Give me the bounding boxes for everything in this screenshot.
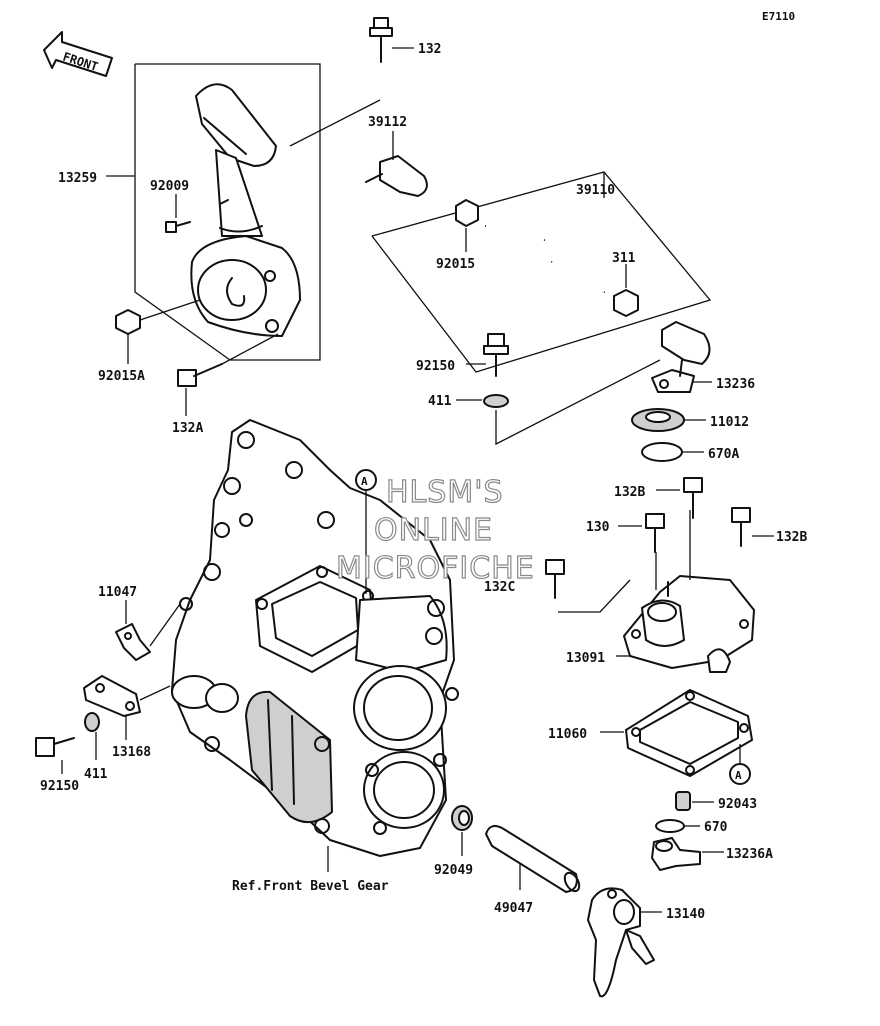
label-92009: 92009 — [150, 179, 189, 194]
plate-13168 — [83, 675, 141, 717]
gasket-11060 — [625, 689, 753, 777]
label-39110: 39110 — [576, 183, 615, 198]
watermark-line-2: ONLINE — [374, 513, 493, 548]
label-411-bottom: 411 — [84, 767, 108, 782]
label-39112: 39112 — [368, 115, 407, 130]
bolt-132A — [177, 363, 223, 387]
lever-13236 — [651, 321, 711, 393]
watermark: HLSM'S ONLINE MICROFICHE — [335, 474, 535, 586]
label-411-top: 411 — [428, 394, 452, 409]
label-92049: 92049 — [434, 863, 473, 878]
bolt-92150-top — [483, 333, 509, 377]
shift-fork-13140 — [587, 887, 655, 998]
label-670A: 670A — [708, 447, 739, 462]
label-132A: 132A — [172, 421, 203, 436]
clip-11047 — [115, 623, 151, 661]
label-11012: 11012 — [710, 415, 749, 430]
label-13236: 13236 — [716, 377, 755, 392]
washer-411-bottom — [84, 712, 100, 732]
label-130: 130 — [586, 520, 610, 535]
diagram-code: E7110 — [762, 10, 795, 23]
nut-92015A — [115, 309, 141, 335]
ref-note: Ref.Front Bevel Gear — [232, 879, 389, 894]
seal-92049 — [451, 805, 473, 831]
label-311: 311 — [612, 251, 636, 266]
label-92043: 92043 — [718, 797, 757, 812]
seal-11012 — [631, 408, 685, 432]
front-arrow-icon: FRONT — [43, 31, 113, 77]
shaft-49047 — [485, 825, 581, 893]
o-ring-670 — [655, 819, 685, 833]
label-92015A: 92015A — [98, 369, 145, 384]
bolt-92150-bottom — [35, 737, 75, 757]
label-13259: 13259 — [58, 171, 97, 186]
transmission-case — [171, 419, 459, 857]
watermark-line-1: HLSM'S — [386, 475, 504, 510]
label-11047: 11047 — [98, 585, 137, 600]
label-11060: 11060 — [548, 727, 587, 742]
washer-411-top — [483, 394, 509, 408]
rod-assembly-39110 — [371, 171, 712, 373]
label-132B-top: 132B — [614, 485, 645, 500]
cover-13091 — [623, 575, 755, 673]
watermark-line-3: MICROFICHE — [336, 551, 535, 586]
bolt-130 — [645, 513, 665, 553]
label-132B-right: 132B — [776, 530, 807, 545]
label-92150-bottom: 92150 — [40, 779, 79, 794]
bolt-132 — [369, 17, 393, 63]
label-670: 670 — [704, 820, 728, 835]
label-13091: 13091 — [566, 651, 605, 666]
rod-end-39112 — [365, 155, 428, 197]
ref-circle-a-bottom — [729, 763, 751, 785]
ref-a-bottom: A — [735, 769, 742, 782]
label-13236A: 13236A — [726, 847, 773, 862]
shift-lever-assembly — [134, 63, 321, 361]
label-132: 132 — [418, 42, 441, 57]
label-132C: 132C — [484, 580, 515, 595]
pin-92043 — [675, 791, 691, 811]
bolt-132C — [545, 559, 565, 599]
bolt-132B-right — [731, 507, 751, 547]
lever-13236A — [651, 837, 701, 871]
bolt-132B-top — [683, 477, 703, 519]
label-92150-top: 92150 — [416, 359, 455, 374]
o-ring-670A — [641, 442, 683, 462]
label-13140: 13140 — [666, 907, 705, 922]
label-49047: 49047 — [494, 901, 533, 916]
label-13168: 13168 — [112, 745, 151, 760]
screw-92009 — [165, 221, 191, 233]
ref-a-top: A — [361, 475, 368, 488]
label-92015: 92015 — [436, 257, 475, 272]
